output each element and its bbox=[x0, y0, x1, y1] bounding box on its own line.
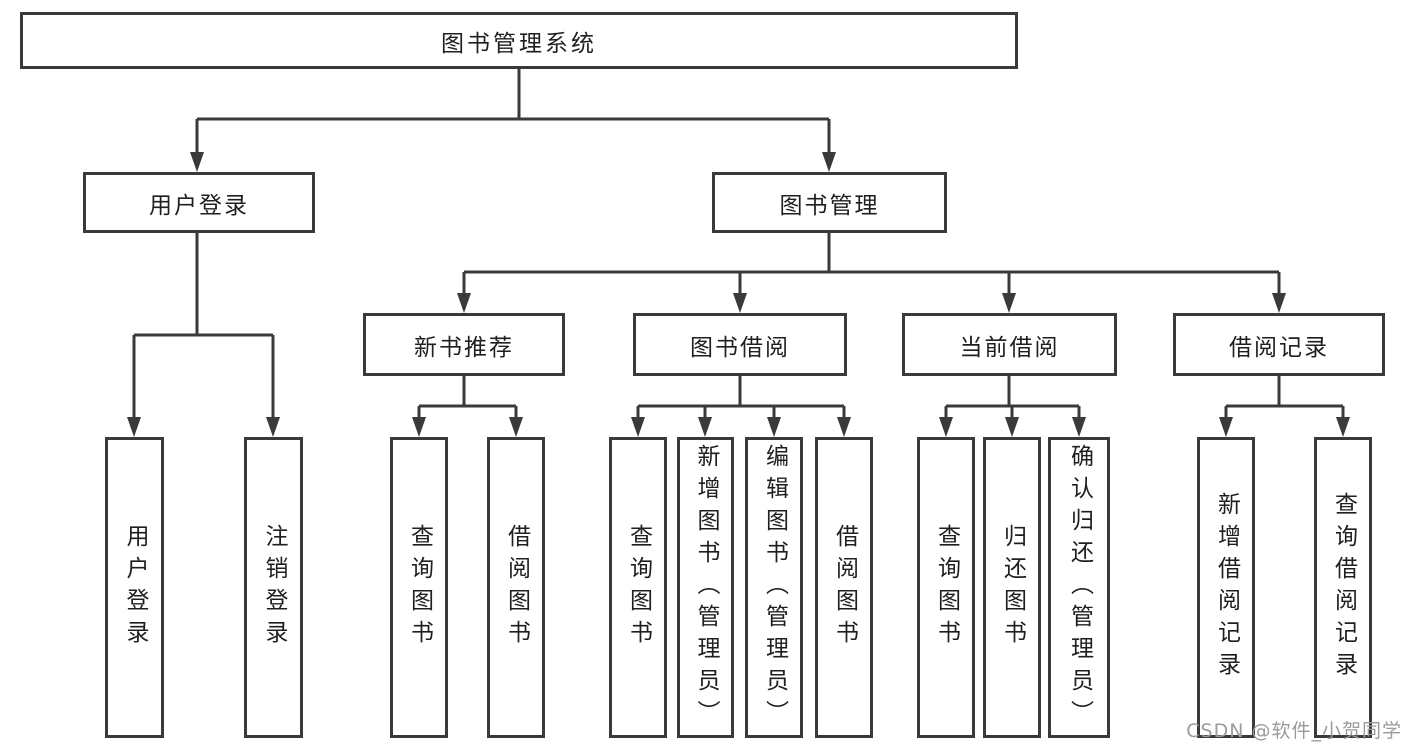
leaf-query-books: 查询图书 bbox=[917, 437, 975, 738]
leaf-query-borrow-record: 查询借阅记录 bbox=[1314, 437, 1372, 738]
node-book-management: 图书管理 bbox=[712, 172, 947, 233]
leaf-user-login: 用户登录 bbox=[105, 437, 164, 738]
leaf-logout: 注销登录 bbox=[244, 437, 303, 738]
arrowhead bbox=[837, 417, 851, 437]
arrowhead bbox=[1072, 417, 1086, 437]
arrowhead bbox=[457, 293, 471, 313]
arrowhead bbox=[1002, 293, 1016, 313]
leaf-add-borrow-record: 新增借阅记录 bbox=[1197, 437, 1255, 738]
arrowhead bbox=[733, 293, 747, 313]
arrowhead bbox=[631, 417, 645, 437]
arrowhead bbox=[939, 417, 953, 437]
arrowhead bbox=[1005, 417, 1019, 437]
arrowhead bbox=[767, 417, 781, 437]
node-current-borrowing: 当前借阅 bbox=[902, 313, 1117, 376]
arrowhead bbox=[509, 417, 523, 437]
leaf-add-book-admin: 新增图书（管理员） bbox=[677, 437, 734, 738]
node-user-login: 用户登录 bbox=[83, 172, 315, 233]
leaf-borrow-books: 借阅图书 bbox=[815, 437, 873, 738]
arrowheads bbox=[127, 152, 1350, 437]
leaf-query-books: 查询图书 bbox=[609, 437, 667, 738]
leaf-borrow-books: 借阅图书 bbox=[487, 437, 545, 738]
arrowhead bbox=[412, 417, 426, 437]
leaf-return-books: 归还图书 bbox=[983, 437, 1041, 738]
leaf-query-books: 查询图书 bbox=[390, 437, 448, 738]
arrowhead bbox=[1219, 417, 1233, 437]
arrowhead bbox=[266, 417, 280, 437]
node-borrowing-records: 借阅记录 bbox=[1173, 313, 1385, 376]
arrowhead bbox=[1336, 417, 1350, 437]
node-library-management-system: 图书管理系统 bbox=[20, 12, 1018, 69]
arrowhead bbox=[698, 417, 712, 437]
leaf-confirm-return-admin: 确认归还（管理员） bbox=[1048, 437, 1110, 738]
arrowhead bbox=[822, 152, 836, 172]
csdn-watermark: CSDN @软件_小贺同学 bbox=[1186, 720, 1402, 742]
arrowhead bbox=[127, 417, 141, 437]
leaf-edit-book-admin: 编辑图书（管理员） bbox=[745, 437, 803, 738]
arrowhead bbox=[190, 152, 204, 172]
arrowhead bbox=[1272, 293, 1286, 313]
node-new-book-recommend: 新书推荐 bbox=[363, 313, 565, 376]
node-book-borrowing: 图书借阅 bbox=[633, 313, 847, 376]
